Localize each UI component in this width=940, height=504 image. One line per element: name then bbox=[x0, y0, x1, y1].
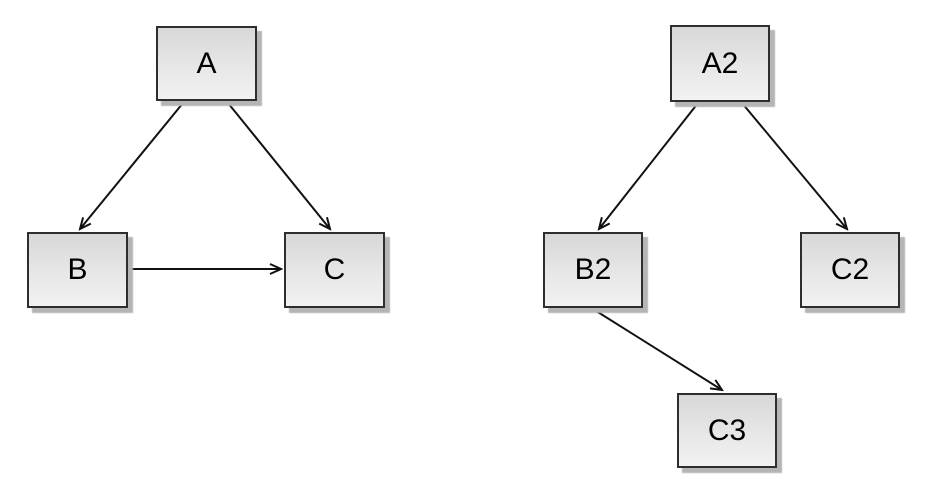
node-B[interactable]: B bbox=[27, 232, 128, 308]
node-A[interactable]: A bbox=[156, 26, 257, 101]
edge-A2-B2 bbox=[599, 102, 699, 229]
node-C3[interactable]: C3 bbox=[677, 393, 777, 468]
node-label-C2: C2 bbox=[830, 253, 870, 286]
edge-B2-C3 bbox=[592, 308, 722, 390]
node-A2[interactable]: A2 bbox=[670, 25, 770, 102]
edge-A-B bbox=[80, 102, 184, 229]
node-label-A2: A2 bbox=[701, 46, 739, 80]
node-C2[interactable]: C2 bbox=[800, 232, 900, 308]
node-label-C3: C3 bbox=[707, 413, 747, 447]
node-label-B: B bbox=[67, 253, 88, 286]
edges-group bbox=[80, 102, 847, 390]
edge-A2-C2 bbox=[741, 102, 847, 229]
node-C[interactable]: C bbox=[284, 232, 385, 308]
node-label-C: C bbox=[323, 253, 346, 286]
node-B2[interactable]: B2 bbox=[543, 232, 643, 308]
node-label-B2: B2 bbox=[574, 253, 612, 286]
node-label-A: A bbox=[196, 46, 217, 80]
edge-A-C bbox=[227, 102, 330, 229]
